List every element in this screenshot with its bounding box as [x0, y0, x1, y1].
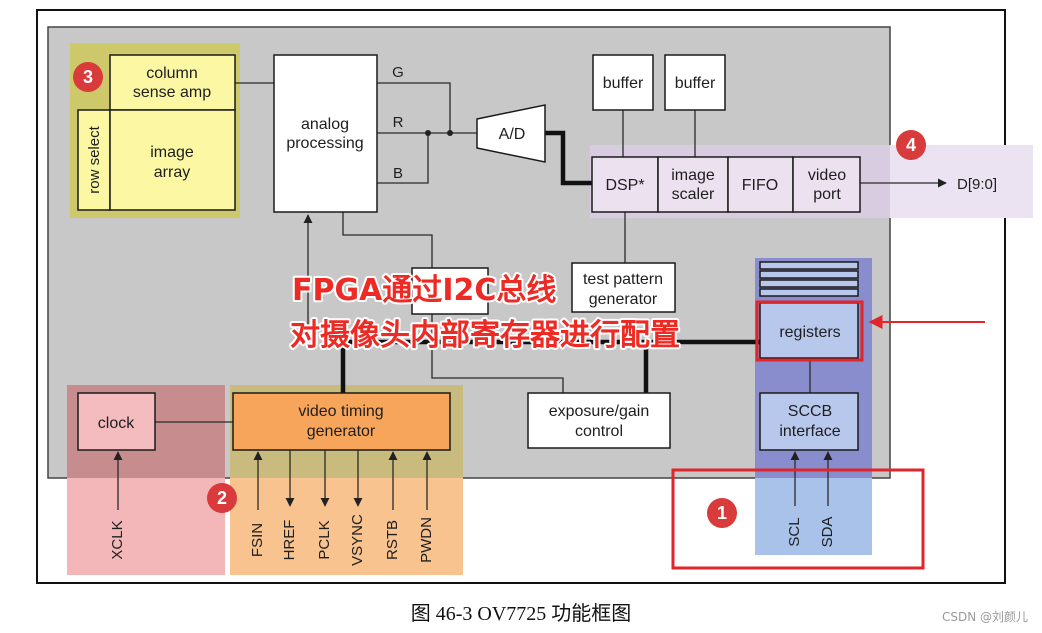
video-port-label: port	[813, 186, 841, 203]
buffer-label: buffer	[675, 75, 716, 92]
region-sccb-outside	[755, 478, 872, 555]
exposure-gain-control-label: control	[575, 423, 623, 440]
marker-2-badge	[207, 483, 237, 513]
marker-2-number: 2	[217, 488, 227, 508]
region-2-timing-outside	[230, 478, 463, 575]
video-timing-generator-label: generator	[307, 423, 376, 440]
analog-processing-label: analog	[301, 116, 349, 133]
marker-1-number: 1	[717, 503, 727, 523]
exposure-gain-control-block	[527, 392, 671, 449]
signal-r-label: R	[393, 114, 404, 131]
register-stripe	[759, 270, 859, 279]
dsp-label: DSP*	[605, 177, 644, 194]
pin-label-vsync: VSYNC	[349, 514, 366, 566]
wire-b	[377, 133, 429, 184]
wire-g	[377, 82, 451, 133]
fifo-block	[727, 156, 794, 213]
marker-4-badge	[896, 130, 926, 160]
signal-g-label: G	[392, 64, 404, 81]
video-port-block	[792, 156, 861, 213]
data-out-label: D[9:0]	[957, 176, 997, 193]
analog-processing-block	[273, 54, 378, 213]
clock-label: clock	[98, 415, 135, 432]
pin-label-pclk: PCLK	[316, 520, 333, 559]
ad-converter-label: A/D	[499, 126, 526, 143]
video-timing-generator-block	[232, 392, 451, 451]
annotation-line-2: 对摄像头内部寄存器进行配置	[290, 318, 680, 353]
register-stripe	[759, 288, 859, 297]
pin-label-scl: SCL	[786, 517, 803, 546]
ad-converter-block	[476, 104, 546, 163]
video-timing-generator-label: video timing	[298, 403, 383, 420]
marker-3-number: 3	[83, 67, 93, 87]
exposure-gain-control-label: exposure/gain	[549, 403, 650, 420]
signal-b-label: B	[393, 165, 403, 182]
pin-label-sda: SDA	[819, 517, 836, 548]
pin-label-rstb: RSTB	[384, 520, 401, 560]
dsp-block	[591, 156, 659, 213]
image-array-label: array	[154, 164, 190, 181]
annotation-line-1: FPGA通过I2C总线	[292, 273, 556, 308]
sccb-interface-label: interface	[779, 423, 840, 440]
figure-caption: 图 46-3 OV7725 功能框图	[411, 602, 632, 625]
marker-3-badge	[73, 62, 103, 92]
wire-analog-to-detect	[342, 212, 433, 268]
wire-detect-to-exposure	[431, 314, 564, 393]
pin-label-href: HREF	[281, 520, 298, 561]
test-pattern-generator-label: generator	[589, 291, 658, 308]
marker-4-number: 4	[906, 135, 916, 155]
registers-highlight	[755, 300, 864, 362]
image-array-label: image	[150, 144, 194, 161]
sccb-interface-label: SCCB	[788, 403, 832, 420]
bus-ad-to-dsp	[545, 130, 592, 186]
buffer-label: buffer	[603, 75, 644, 92]
column-sense-amp-block	[109, 54, 236, 111]
junction-dot	[425, 130, 431, 136]
test-pattern-generator-block	[571, 262, 676, 313]
marker-1-badge	[707, 498, 737, 528]
clock-block	[77, 392, 156, 451]
test-pattern-generator-label: test pattern	[583, 271, 663, 288]
video-port-label: video	[808, 167, 846, 184]
buffer-block-left	[592, 54, 654, 111]
image-scaler-label: image	[671, 167, 715, 184]
row-select-label: row select	[86, 125, 103, 193]
analog-processing-label: processing	[286, 135, 363, 152]
junction-dot	[447, 130, 453, 136]
register-stripe	[759, 261, 859, 270]
covered-block	[411, 267, 489, 315]
pin-arrows	[113, 450, 833, 510]
pin-label-fsin: FSIN	[249, 523, 266, 557]
image-scaler-block	[657, 156, 729, 213]
watermark: CSDN @刘颜儿	[942, 609, 1028, 624]
buses	[340, 130, 760, 393]
register-stack	[759, 261, 859, 297]
buffer-block-right	[664, 54, 726, 111]
register-stripe	[759, 279, 859, 288]
signal-wires	[155, 82, 947, 423]
column-sense-amp-label: column	[146, 65, 198, 82]
region-clock-outside	[67, 478, 225, 575]
image-scaler-label: scaler	[672, 186, 715, 203]
registers-label: registers	[779, 324, 840, 341]
row-select-block	[77, 109, 111, 211]
region-1-highlight	[671, 468, 925, 570]
fifo-label: FIFO	[742, 177, 778, 194]
pin-label-pwdn: PWDN	[418, 517, 435, 563]
sccb-interface-block	[759, 392, 859, 451]
column-sense-amp-label: sense amp	[133, 84, 211, 101]
image-array-block	[109, 109, 236, 211]
pin-label-xclk: XCLK	[109, 520, 126, 559]
